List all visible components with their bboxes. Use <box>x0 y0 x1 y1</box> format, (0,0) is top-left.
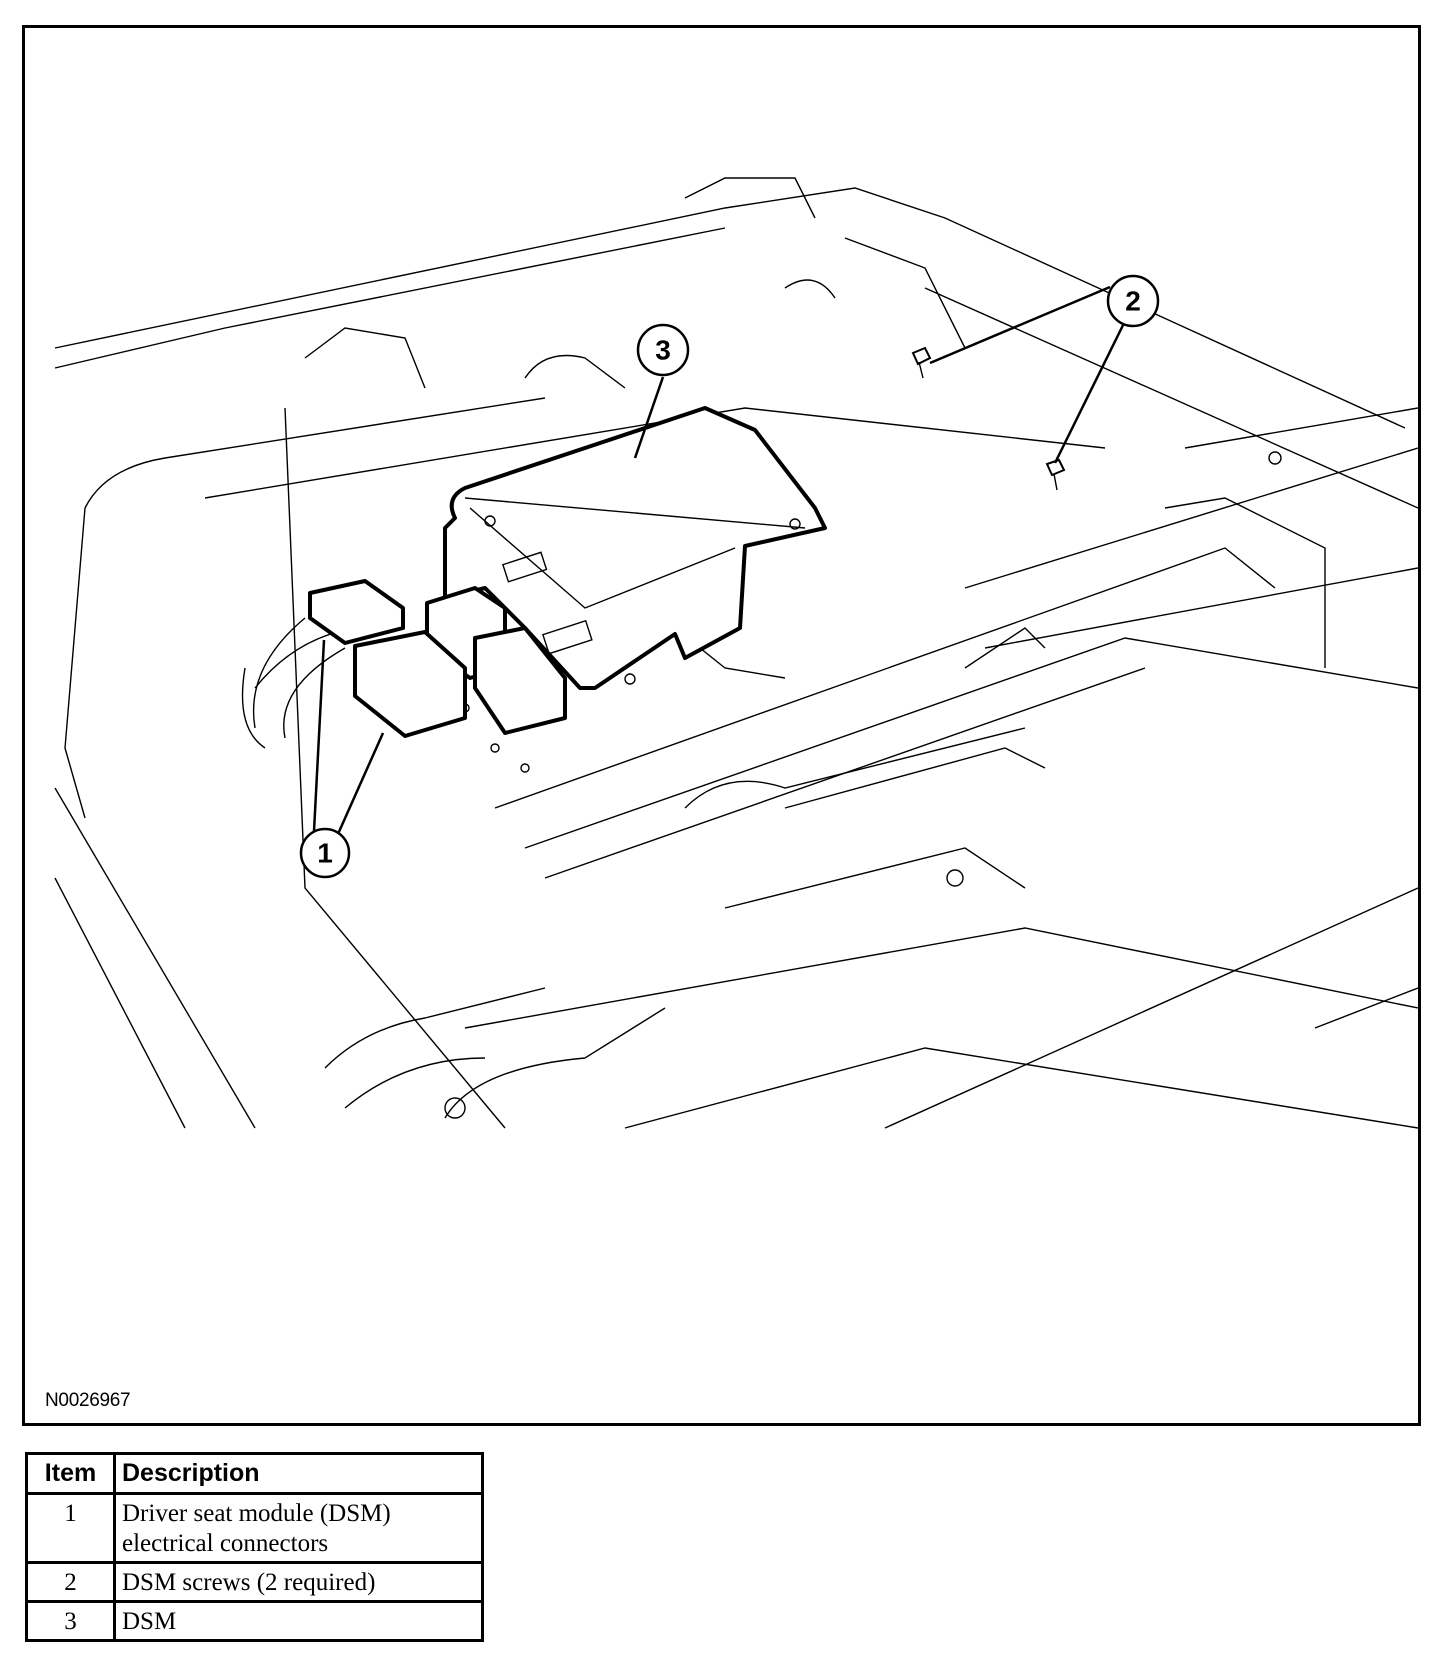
dsm-screws <box>911 346 1066 491</box>
legend-header-row: Item Description <box>25 1452 484 1495</box>
legend-item-description: Driver seat module (DSM) electrical conn… <box>113 1492 484 1564</box>
table-row: 2 DSM screws (2 required) <box>25 1561 484 1603</box>
svg-text:3: 3 <box>655 335 671 366</box>
legend-item-description: DSM screws (2 required) <box>113 1561 484 1603</box>
table-row: 1 Driver seat module (DSM) electrical co… <box>25 1492 484 1564</box>
legend-item-number: 1 <box>25 1492 116 1564</box>
legend-description-line: Driver seat module (DSM) <box>122 1500 391 1527</box>
harness-connectors <box>252 579 467 739</box>
legend-item-number: 2 <box>25 1561 116 1603</box>
legend-table: Item Description 1 Driver seat module (D… <box>25 1452 484 1642</box>
callout-leaders <box>312 285 1132 835</box>
seat-line-drawing: 3 2 1 <box>54 177 1418 1129</box>
legend-description-line: electrical connectors <box>122 1530 329 1557</box>
svg-text:1: 1 <box>317 838 333 869</box>
table-row: 3 DSM <box>25 1600 484 1642</box>
svg-text:2: 2 <box>1125 286 1141 317</box>
figure-id-label: N0026967 <box>45 1390 131 1411</box>
legend-header-item: Item <box>25 1452 116 1495</box>
seat-frame-lines <box>54 177 1418 1129</box>
legend-item-number: 3 <box>25 1600 116 1642</box>
legend-header-description: Description <box>113 1452 484 1495</box>
figure-frame: 3 2 1 N0026967 <box>22 25 1421 1426</box>
legend-item-description: DSM <box>113 1600 484 1642</box>
callout-1: 1 <box>299 827 351 879</box>
callout-2: 2 <box>1106 274 1160 328</box>
callout-3: 3 <box>636 323 690 377</box>
dsm-module <box>425 406 827 735</box>
